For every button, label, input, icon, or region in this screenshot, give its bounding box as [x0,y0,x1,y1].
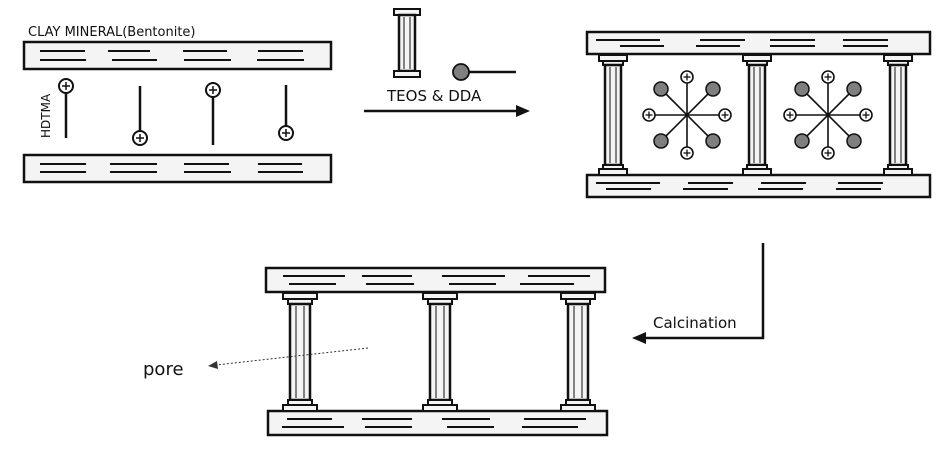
hdtma-label: HDTMA [39,93,53,138]
arrow-down-left-icon [632,243,765,344]
stage-micelle-intercalated [585,30,932,199]
hdtma-molecule [205,82,221,145]
pillar-column-icon [597,53,629,177]
stage-pillared-clay: pore [143,266,609,437]
teos-dda-step: TEOS & DDA [364,8,530,117]
hdtma-molecule [58,78,74,138]
pillar-column-icon [393,8,421,78]
teos-dda-label: TEOS & DDA [386,87,482,105]
clay-top-layer [585,30,932,56]
clay-bottom-layer [266,409,609,437]
hdtma-molecule [278,85,294,141]
lollipop-molecule-icon [452,63,516,81]
pore-label: pore [143,359,184,380]
pillar-column-icon [559,291,597,413]
micelle-icon [643,71,731,159]
pillar-column-icon [421,291,459,413]
arrow-right-icon [364,105,530,117]
clay-bottom-layer [585,173,932,199]
calcination-step: Calcination [632,243,765,344]
clay-bottom-layer [22,153,333,184]
calcination-label: Calcination [653,314,737,332]
pore-pointer [208,347,369,369]
stage-clay-mineral: CLAY MINERAL(Bentonite) [22,25,333,184]
hdtma-molecule [132,86,148,146]
pillar-column-icon [741,53,773,177]
pillar-column-icon [882,53,914,177]
pillar-column-icon [281,291,319,413]
clay-mineral-label: CLAY MINERAL(Bentonite) [28,25,196,40]
clay-top-layer [22,40,333,71]
micelle-icon [784,71,872,159]
clay-top-layer [264,266,607,294]
